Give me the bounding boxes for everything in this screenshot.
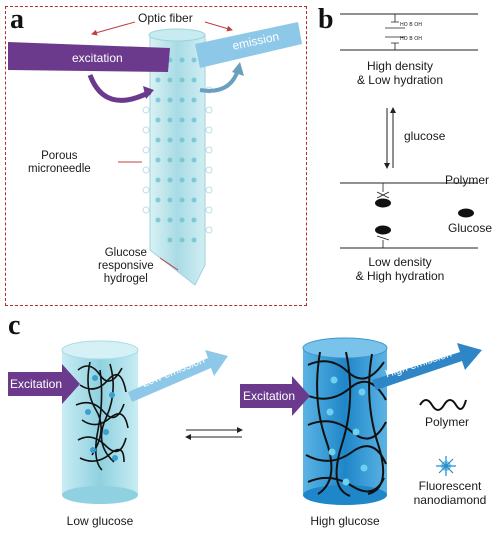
emission-curve-arrow — [199, 69, 240, 93]
high-density-label: High density & Low hydration — [356, 59, 444, 87]
legend-polymer-icon — [419, 399, 467, 411]
chem-label-top-1: HO B OH — [400, 22, 422, 28]
polymer-label-b: Polymer — [445, 173, 490, 187]
bound-glucose-complex — [376, 183, 390, 248]
optic-fiber-leader-right — [204, 21, 233, 32]
emission-curve-head — [232, 62, 244, 76]
boronic-groups-top — [385, 14, 405, 50]
chem-label-top-2: HO B OH — [400, 36, 422, 42]
glucose-molecule-legend — [458, 208, 474, 218]
excitation-curve-arrow — [87, 74, 152, 103]
emission-fiber — [195, 22, 302, 68]
microneedle-body — [148, 28, 206, 286]
panel-c-letter: c — [8, 310, 21, 341]
panel-b-letter: b — [318, 4, 334, 35]
excitation-arrow-right — [240, 376, 310, 416]
hydrogel-leader — [159, 257, 179, 271]
glucose-arrow-label: glucose — [404, 129, 446, 143]
high-glucose-label: High glucose — [310, 514, 380, 528]
panel-a-frame — [5, 6, 307, 306]
legend-nanodiamond-icon — [436, 456, 456, 476]
optic-fiber-leader-left — [91, 21, 136, 36]
panel-a-letter: a — [10, 4, 24, 35]
excitation-fiber — [8, 42, 170, 72]
optic-fiber-label: Optic fiber — [138, 11, 193, 25]
glucose-molecule-bound-bottom — [375, 225, 391, 235]
high-emission-arrow — [372, 343, 482, 390]
excitation-label-right: Excitation — [243, 389, 296, 403]
excitation-arrow-left — [8, 364, 80, 404]
low-density-label: Low density & High hydration — [355, 255, 445, 283]
low-glucose-nanodiamonds — [85, 375, 118, 461]
glucose-molecule-bound-top — [375, 198, 391, 208]
excitation-curve-head — [143, 86, 154, 99]
excitation-label: excitation — [72, 51, 123, 65]
low-glucose-polymer-mesh — [75, 361, 129, 471]
legend-fluorescent-label: Fluorescent nanodiamond — [413, 479, 487, 507]
microneedle-pores — [155, 57, 197, 243]
low-glucose-label: Low glucose — [66, 514, 134, 528]
glucose-hydrogel-label: Glucose responsive hydrogel — [98, 247, 154, 286]
low-emission-arrow — [128, 350, 228, 402]
glucose-label-b: Glucose — [448, 221, 493, 235]
legend-polymer-label: Polymer — [425, 415, 470, 429]
high-glucose-nanodiamonds — [326, 376, 368, 486]
excitation-label-left: Excitation — [10, 377, 63, 391]
porous-microneedle-label: Porous microneedle — [28, 150, 91, 176]
